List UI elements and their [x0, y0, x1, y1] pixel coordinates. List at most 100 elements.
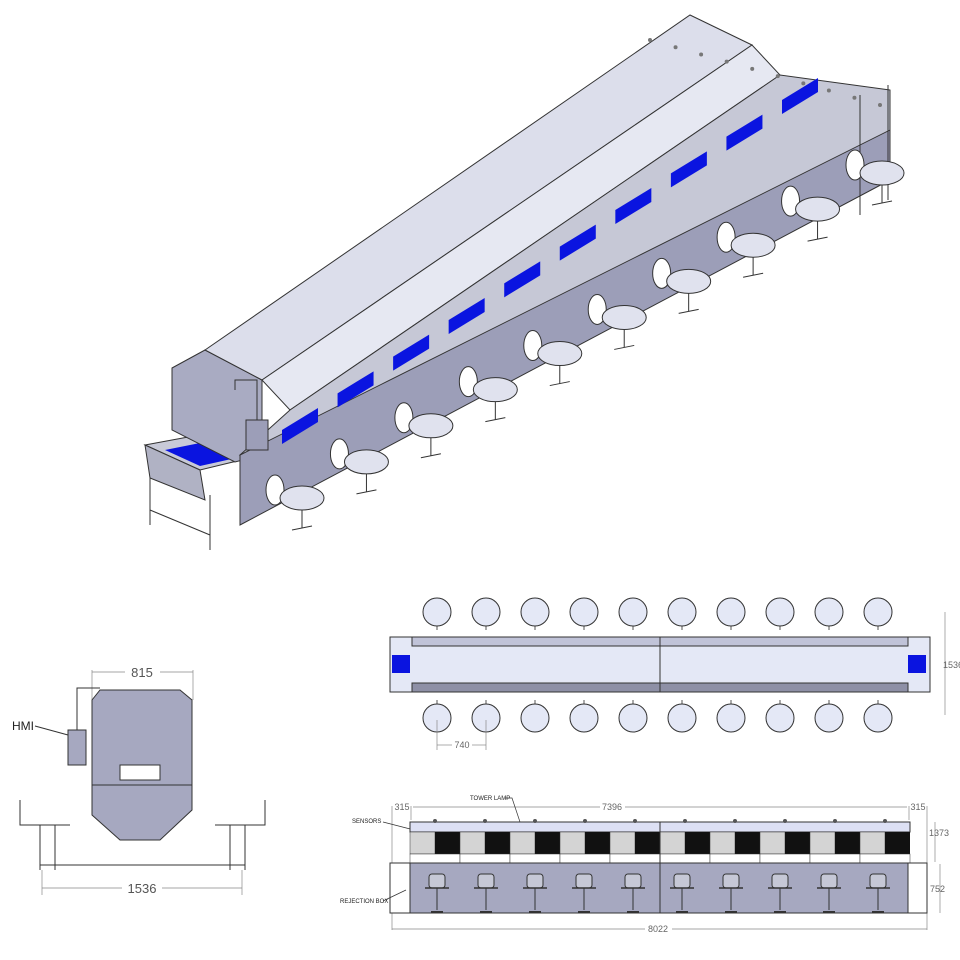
porthole — [845, 149, 865, 181]
sensor-panel — [509, 831, 536, 855]
dim-end-width-bottom: 1536 — [128, 881, 157, 896]
sensor-panel — [759, 831, 786, 855]
chair-back — [575, 873, 593, 889]
tower-lamp-bolt — [883, 819, 887, 823]
chair-left — [19, 800, 70, 870]
stool-base — [485, 417, 506, 423]
blue-reject-bin — [337, 371, 374, 408]
stool-seat — [537, 341, 583, 367]
roof-bolt — [648, 38, 652, 42]
stool-base — [614, 344, 635, 350]
sensor-panel-dark — [585, 832, 610, 854]
blue-reject-bin — [393, 334, 430, 371]
dim-left-offset: 315 — [394, 802, 409, 812]
sensor-panel — [459, 831, 486, 855]
tower-lamp-bolt — [433, 819, 437, 823]
sensor-base — [809, 853, 861, 864]
chair-seat — [667, 597, 697, 627]
sensor-panel-dark — [885, 832, 910, 854]
blue-reject-bin — [504, 261, 541, 298]
chair-back — [624, 873, 642, 889]
platform-bin — [144, 444, 206, 501]
chair-right — [215, 800, 266, 870]
porthole — [458, 366, 478, 398]
blue-reject-bin — [726, 114, 763, 151]
chair-seat — [667, 703, 697, 733]
table-shelf — [149, 509, 211, 536]
stool-seat — [408, 413, 454, 439]
roof-bolt — [826, 88, 831, 93]
blue-reject-bin — [282, 408, 318, 444]
stool-base — [420, 453, 441, 459]
blue-reject-bin — [559, 224, 596, 261]
chair-seat — [716, 703, 746, 733]
chair-back — [869, 873, 887, 889]
top-view: 740 1536 — [389, 597, 960, 750]
sensor-base — [759, 853, 811, 864]
side-view: 315 7396 315 TOWER LAMP SENSORS REJECTIO… — [340, 796, 949, 934]
roof-bolt — [724, 59, 729, 64]
dim-upper-height: 1373 — [929, 828, 949, 838]
sensor-panel — [609, 831, 636, 855]
blue-reject-bin — [782, 78, 818, 114]
sensor-panel — [559, 831, 586, 855]
chair-seat — [863, 597, 893, 627]
chair-back — [673, 873, 691, 889]
dim-lower-height: 752 — [930, 884, 945, 894]
belt-opening — [119, 764, 161, 781]
porthole — [716, 221, 736, 253]
belt-exit — [908, 655, 926, 673]
sensor-base — [709, 853, 761, 864]
blue-reject-bin — [615, 188, 652, 224]
tower-lamp-bolt — [583, 819, 587, 823]
stool-base — [678, 308, 699, 314]
sensor-panel — [659, 831, 686, 855]
tower-lamp-bolt — [683, 819, 687, 823]
tower-lamp-bolt — [633, 819, 637, 823]
stool-base — [871, 200, 893, 206]
sensor-panel-dark — [785, 832, 810, 854]
sensor-base — [459, 853, 511, 864]
chair-seat — [765, 703, 795, 733]
rejection-box-label: REJECTION BOX — [340, 899, 388, 905]
sensor-base — [859, 853, 911, 864]
sensor-panel — [859, 831, 886, 855]
sensor-panel-dark — [685, 832, 710, 854]
dim-total-length: 8022 — [648, 924, 668, 934]
sensor-panel-dark — [635, 832, 660, 854]
stool-base — [549, 381, 570, 387]
dim-top-depth: 1536 — [943, 660, 960, 670]
chair-back — [526, 873, 544, 889]
chair-seat — [569, 703, 599, 733]
porthole — [652, 257, 672, 289]
sensor-panel-dark — [535, 832, 560, 854]
stool-seat — [795, 196, 841, 222]
chair-seat — [618, 703, 648, 733]
porthole — [781, 185, 801, 217]
chair-seat — [814, 597, 844, 627]
sensor-panel — [809, 831, 836, 855]
chair-seat — [471, 597, 501, 627]
sensor-panel — [709, 831, 736, 855]
hmi-pole — [76, 687, 100, 730]
roof-bolt — [801, 81, 806, 86]
stool-base — [291, 525, 313, 531]
hmi-pole — [234, 379, 258, 420]
stool-base — [356, 489, 377, 495]
chair-seat — [520, 703, 550, 733]
chair-back — [722, 873, 740, 889]
porthole — [329, 438, 349, 470]
chair-back — [771, 873, 789, 889]
sensor-panel-dark — [735, 832, 760, 854]
tower-lamp-bolt — [783, 819, 787, 823]
dim-length: 7396 — [602, 802, 622, 812]
tower-lamp-bolt — [483, 819, 487, 823]
sensor-base — [559, 853, 611, 864]
blue-reject-bin — [670, 151, 707, 188]
chair-seat — [716, 597, 746, 627]
chair-back — [428, 873, 446, 889]
hmi-box — [67, 729, 87, 766]
lower-cabinet — [389, 862, 928, 914]
roof-bolt — [699, 52, 704, 57]
